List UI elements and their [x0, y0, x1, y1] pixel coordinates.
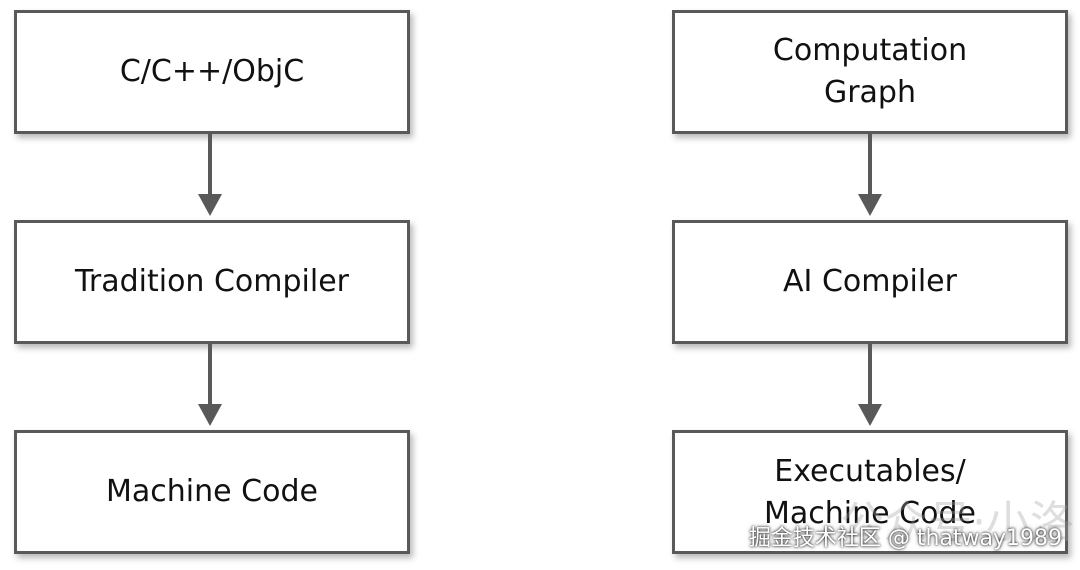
right-output-label: Executables/ Machine Code [764, 454, 976, 531]
site-watermark: 掘金技术社区 @ thatway1989 [748, 526, 1062, 551]
left-output-box: Machine Code [14, 430, 410, 554]
right-source-label: Computation Graph [772, 33, 968, 110]
right-source-box: Computation Graph [672, 10, 1068, 134]
arrow-down-icon [198, 134, 222, 218]
left-output-label: Machine Code [106, 474, 318, 509]
right-compiler-box: AI Compiler [672, 220, 1068, 344]
arrow-down-icon [198, 344, 222, 428]
left-compiler-box: Tradition Compiler [14, 220, 410, 344]
right-output-box: Executables/ Machine Code [672, 430, 1068, 554]
left-compiler-label: Tradition Compiler [74, 264, 350, 299]
left-source-label: C/C++/ObjC [119, 54, 305, 89]
arrow-down-icon [858, 134, 882, 218]
ghost-watermark: 公众号·小洛 [840, 497, 1074, 548]
right-compiler-label: AI Compiler [783, 264, 957, 299]
arrow-down-icon [858, 344, 882, 428]
left-source-box: C/C++/ObjC [14, 10, 410, 134]
